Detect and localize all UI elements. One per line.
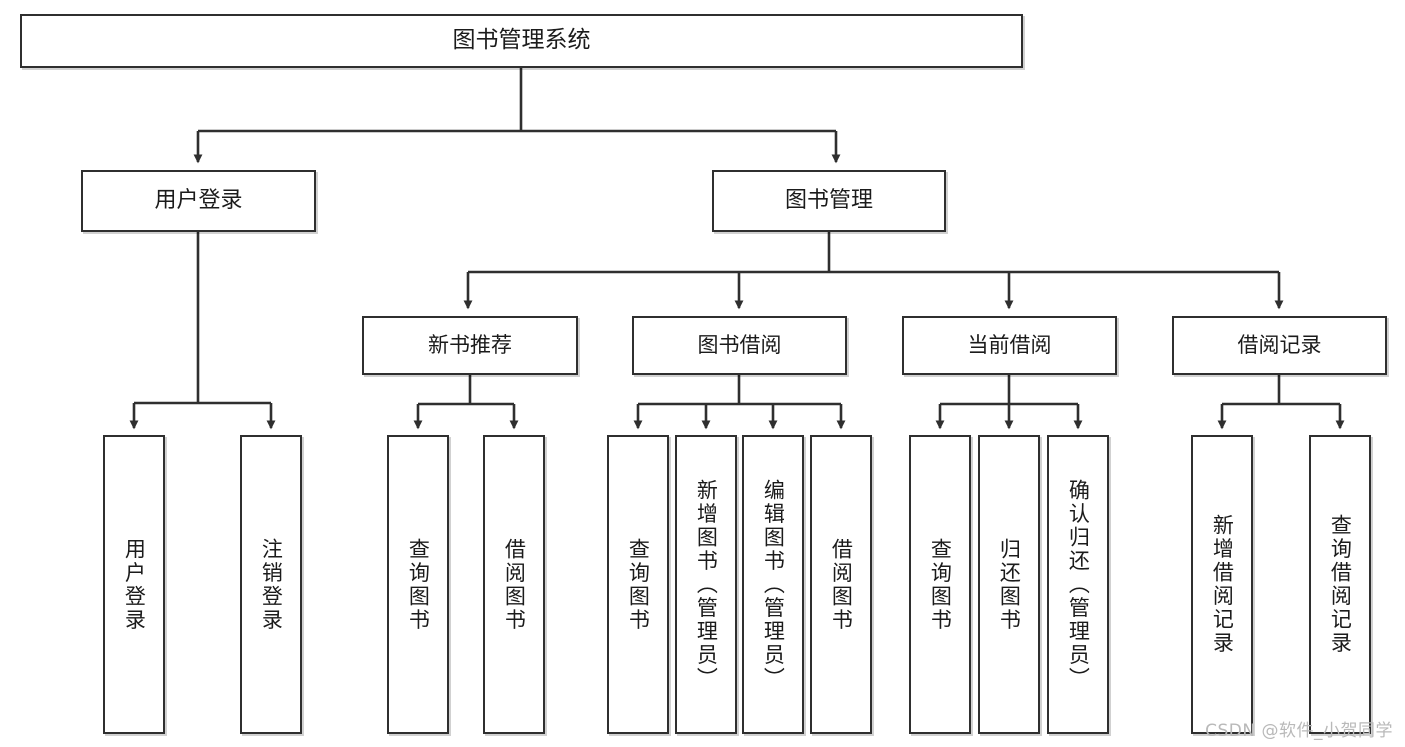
- node-leaf-borrow-book-2[interactable]: 借阅图书: [810, 435, 872, 734]
- node-label: 查询图书: [928, 537, 953, 632]
- node-label: 归还图书: [997, 537, 1022, 632]
- node-user-login[interactable]: 用户登录: [81, 170, 316, 232]
- node-leaf-user-login[interactable]: 用户登录: [103, 435, 165, 734]
- node-label: 新书推荐: [428, 333, 512, 358]
- node-leaf-borrow-book-1[interactable]: 借阅图书: [483, 435, 545, 734]
- node-label: 用户登录: [154, 188, 243, 214]
- node-leaf-query-book-1[interactable]: 查询图书: [387, 435, 449, 734]
- edges-currentborrow-to-leaves: [935, 375, 1083, 430]
- node-leaf-edit-book[interactable]: 编辑图书（管理员）: [742, 435, 804, 734]
- node-label: 用户登录: [122, 537, 147, 632]
- node-label: 图书借阅: [697, 333, 782, 358]
- node-leaf-logout-login[interactable]: 注销登录: [240, 435, 302, 734]
- node-label: 图书管理系统: [452, 27, 591, 54]
- node-leaf-query-book-2[interactable]: 查询图书: [607, 435, 669, 734]
- node-leaf-return-book[interactable]: 归还图书: [978, 435, 1040, 734]
- node-leaf-query-book-3[interactable]: 查询图书: [909, 435, 971, 734]
- node-root-system[interactable]: 图书管理系统: [20, 14, 1023, 68]
- node-label: 新增图书（管理员）: [694, 478, 719, 691]
- csdn-watermark: CSDN @软件_小贺同学: [1205, 721, 1393, 741]
- edges-bookborrow-to-leaves: [633, 375, 846, 430]
- node-label: 借阅图书: [502, 537, 527, 632]
- edges-borrowrecord-to-leaves: [1217, 375, 1345, 430]
- edges-bookmgmt-to-level3: [463, 232, 1284, 310]
- node-borrow-record[interactable]: 借阅记录: [1172, 316, 1387, 375]
- node-label: 确认归还（管理员）: [1066, 478, 1091, 691]
- node-leaf-add-book[interactable]: 新增图书（管理员）: [675, 435, 737, 734]
- node-label: 新增借阅记录: [1210, 514, 1235, 655]
- node-label: 注销登录: [259, 537, 284, 632]
- node-label: 查询图书: [406, 537, 431, 632]
- node-label: 当前借阅: [967, 333, 1052, 358]
- node-leaf-add-record[interactable]: 新增借阅记录: [1191, 435, 1253, 734]
- node-new-book-recommend[interactable]: 新书推荐: [362, 316, 578, 375]
- node-leaf-query-record[interactable]: 查询借阅记录: [1309, 435, 1371, 734]
- node-book-management[interactable]: 图书管理: [712, 170, 946, 232]
- node-book-borrow[interactable]: 图书借阅: [632, 316, 847, 375]
- node-label: 借阅图书: [829, 537, 854, 632]
- node-label: 图书管理: [784, 188, 873, 214]
- node-current-borrow[interactable]: 当前借阅: [902, 316, 1117, 375]
- edges-newbook-to-leaves: [413, 375, 519, 430]
- node-label: 查询图书: [626, 537, 651, 632]
- edges-booklogin-to-leaves: [129, 232, 276, 430]
- node-label: 查询借阅记录: [1328, 514, 1353, 655]
- node-label: 编辑图书（管理员）: [761, 478, 786, 691]
- node-label: 借阅记录: [1237, 333, 1322, 358]
- node-leaf-confirm-return[interactable]: 确认归还（管理员）: [1047, 435, 1109, 734]
- edges-root-to-level2: [193, 68, 841, 164]
